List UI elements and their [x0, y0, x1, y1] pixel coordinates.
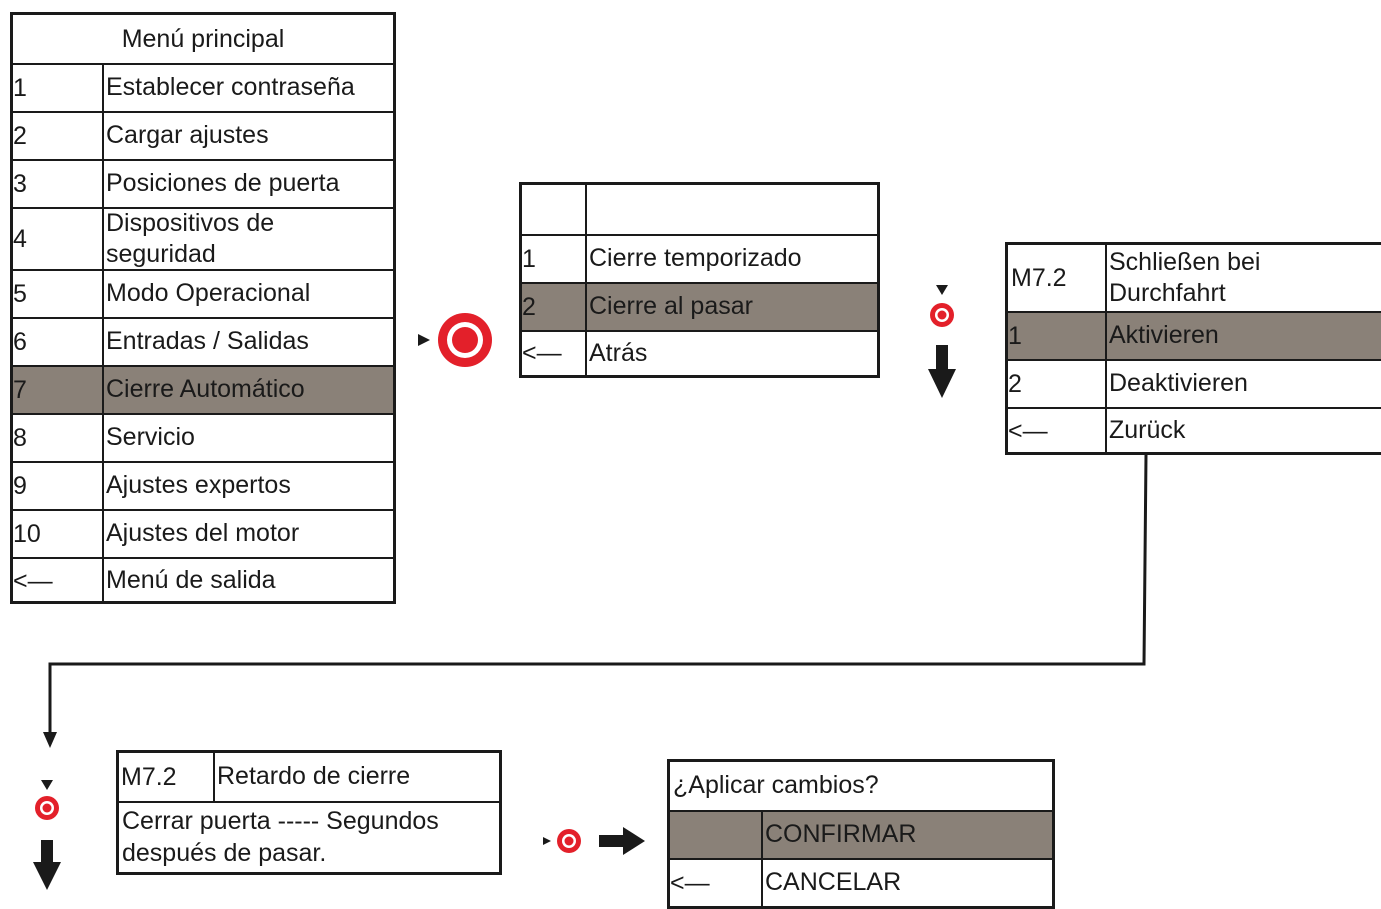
submenu-item-back[interactable]: <—Atrás — [522, 330, 877, 375]
delay-panel: M7.2 Retardo de cierre Cerrar puerta ---… — [116, 750, 502, 875]
knob-button-icon — [543, 827, 645, 855]
confirm-question: ¿Aplicar cambios? — [673, 771, 879, 800]
cancel-button[interactable]: <—CANCELAR — [670, 858, 1052, 906]
delay-body-row: Cerrar puerta ----- Segundos después de … — [119, 801, 499, 872]
item-label: Establecer contraseña — [106, 73, 355, 102]
item-number: 9 — [13, 463, 104, 509]
main-menu-item-exit[interactable]: <—Menú de salida — [13, 557, 393, 603]
item-number: 2 — [13, 113, 104, 159]
item-number: 2 — [1008, 361, 1107, 407]
item-number: 1 — [1008, 313, 1107, 359]
item-label: Deaktivieren — [1109, 369, 1248, 398]
item-label: Ajustes del motor — [106, 519, 300, 548]
item-label: Posiciones de puerta — [106, 169, 340, 198]
item-label: Ajustes expertos — [106, 471, 291, 500]
arrow-down-icon — [43, 732, 57, 748]
arrow-down-icon — [928, 345, 956, 398]
item-label: Servicio — [106, 423, 195, 452]
item-label: Cierre al pasar — [589, 292, 753, 321]
item-label: Dispositivos de seguridad — [106, 208, 275, 268]
knob-button-icon — [928, 285, 956, 398]
item-label: Zurück — [1109, 416, 1186, 445]
item-label: Cierre temporizado — [589, 244, 802, 273]
item-number: 2 — [522, 284, 587, 330]
delay-header: M7.2 Retardo de cierre — [119, 753, 499, 801]
item-number: <— — [522, 332, 587, 375]
submenu-header — [522, 185, 877, 234]
item-label: Atrás — [589, 338, 648, 367]
confirm-panel: ¿Aplicar cambios? CONFIRMAR <—CANCELAR — [667, 759, 1055, 909]
item-label: Aktivieren — [1109, 321, 1219, 350]
pointer-triangle-icon — [543, 837, 551, 845]
delay-title: Retardo de cierre — [217, 762, 411, 791]
item-number: 8 — [13, 415, 104, 461]
confirm-button[interactable]: CONFIRMAR — [670, 810, 1052, 858]
item-number: <— — [1008, 409, 1107, 453]
item-number: <— — [13, 559, 104, 603]
delay-body-text: Cerrar puerta ----- Segundos después de … — [122, 807, 439, 867]
item-number: 3 — [13, 161, 104, 207]
item-number: 1 — [13, 65, 104, 111]
item-number — [670, 812, 763, 858]
knob-button-icon — [33, 780, 61, 890]
arrow-down-icon — [33, 840, 61, 890]
item-label: Entradas / Salidas — [106, 327, 309, 356]
item-number: <— — [670, 860, 763, 906]
m72-item-back[interactable]: <—Zurück — [1008, 407, 1381, 453]
main-menu-title: Menú principal — [13, 15, 393, 63]
item-number: 4 — [13, 209, 104, 269]
item-number: 1 — [522, 236, 587, 282]
main-menu-title-text: Menú principal — [121, 24, 285, 53]
item-label: CONFIRMAR — [765, 820, 917, 849]
m72-header: M7.2 Schließen bei Durchfahrt — [1008, 245, 1381, 311]
item-number: 7 — [13, 367, 104, 413]
knob-button-icon — [418, 313, 492, 367]
item-label: Menú de salida — [106, 566, 276, 595]
header-blank-cell — [522, 185, 587, 234]
arrow-right-icon — [599, 827, 645, 855]
confirm-header: ¿Aplicar cambios? — [670, 762, 1052, 810]
item-label: CANCELAR — [765, 868, 902, 897]
item-number: 5 — [13, 271, 104, 317]
item-label: Cierre Automático — [106, 375, 305, 404]
item-number: 6 — [13, 319, 104, 365]
m72-code: M7.2 — [1008, 245, 1107, 311]
pointer-triangle-icon — [418, 334, 430, 346]
pointer-triangle-icon — [936, 285, 948, 295]
pointer-triangle-icon — [41, 780, 53, 790]
m72-title: Schließen bei Durchfahrt — [1109, 247, 1261, 307]
delay-code: M7.2 — [119, 753, 215, 801]
item-label: Cargar ajustes — [106, 121, 269, 150]
item-number: 10 — [13, 511, 104, 557]
item-label: Modo Operacional — [106, 279, 311, 308]
